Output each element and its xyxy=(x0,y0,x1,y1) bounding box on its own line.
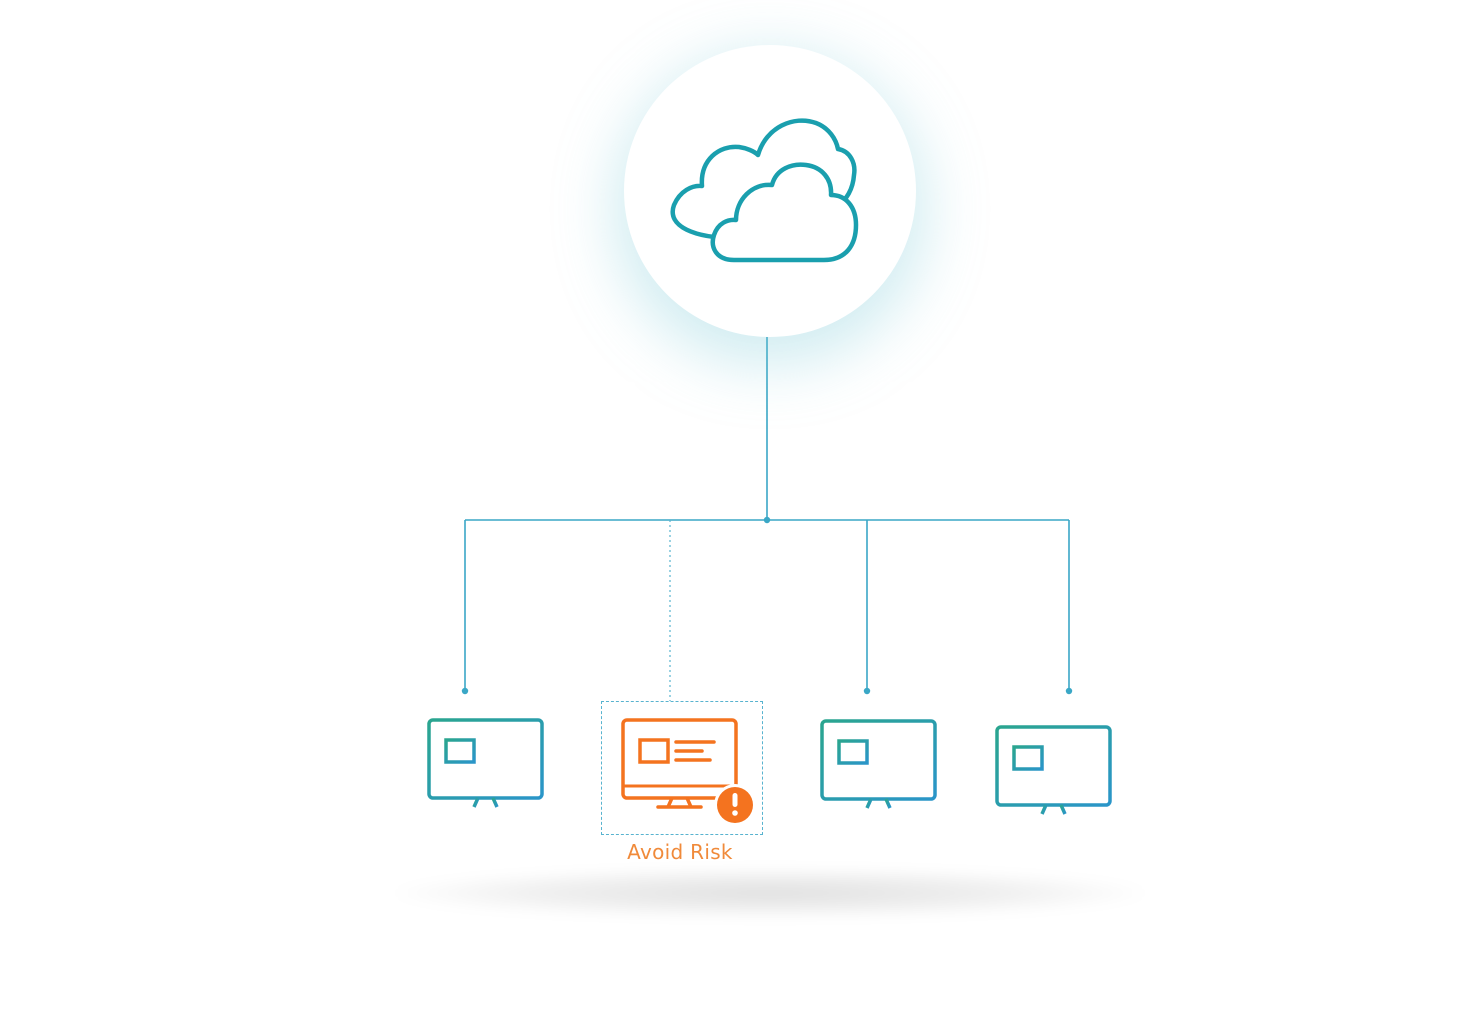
cloud-icon xyxy=(670,118,859,263)
branch-end-4 xyxy=(1065,687,1073,695)
monitor-icon xyxy=(820,719,937,810)
floor-shadow xyxy=(390,868,1150,918)
monitor-risk-icon xyxy=(621,718,756,826)
risk-highlight-box xyxy=(601,701,763,835)
alert-icon xyxy=(714,784,756,826)
risk-label: Avoid Risk xyxy=(627,840,733,864)
monitor-icon xyxy=(427,718,544,809)
branch-end-3 xyxy=(863,687,871,695)
monitor-icon xyxy=(995,725,1112,816)
branch-end-1 xyxy=(461,687,469,695)
bus-junction xyxy=(763,516,771,524)
cloud-node xyxy=(624,45,916,337)
